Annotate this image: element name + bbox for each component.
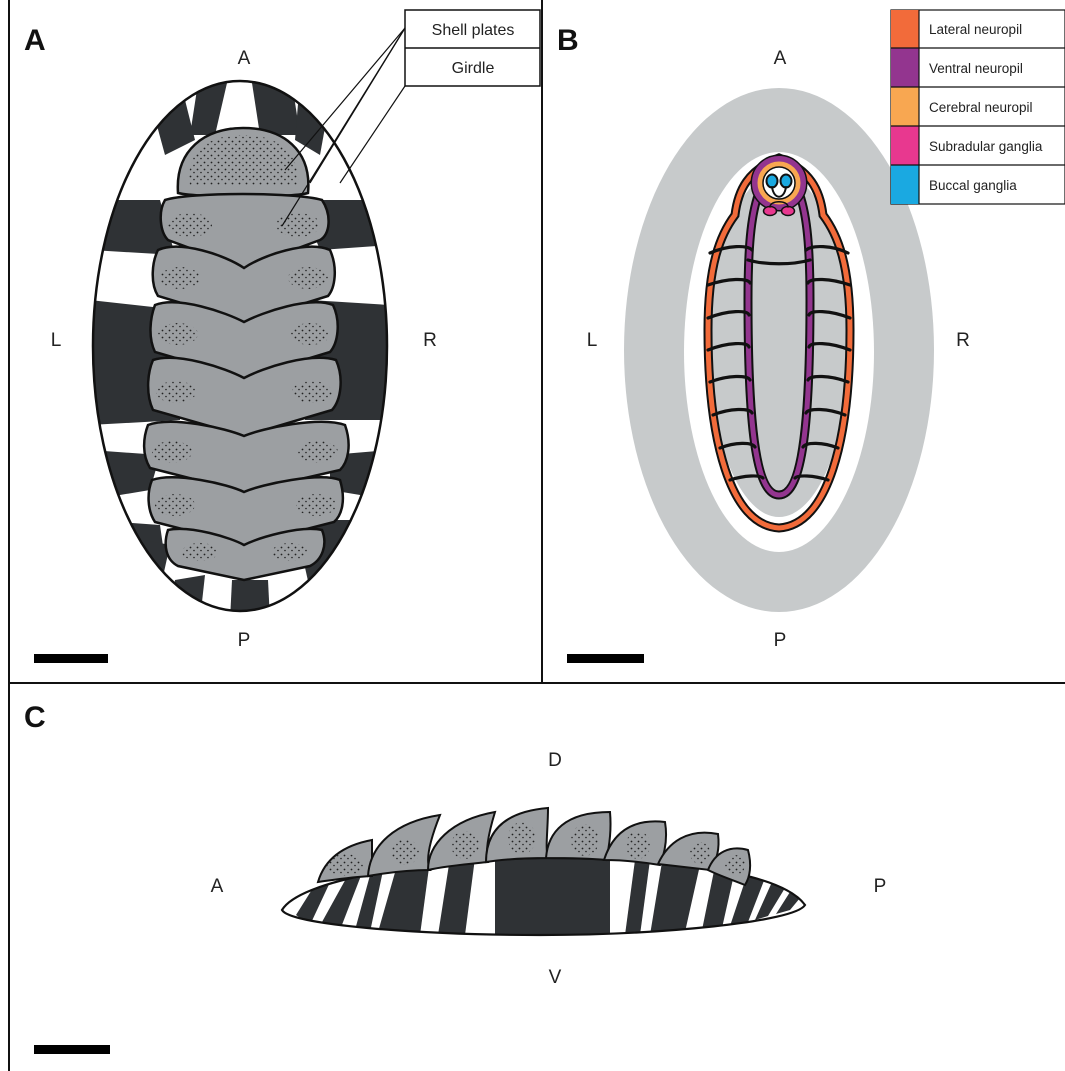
callout-girdle: Girdle	[452, 60, 495, 77]
panel-b-scale-bar	[567, 654, 644, 663]
panel-c-dorsal-label: D	[548, 750, 562, 771]
legend-label: Cerebral neuropil	[929, 100, 1033, 115]
panel-c-scale-bar	[34, 1045, 110, 1054]
legend-label: Ventral neuropil	[929, 61, 1023, 76]
panel-a: A A P L R	[24, 10, 540, 663]
panel-b-anterior-label: A	[774, 48, 787, 69]
panel-b-letter: B	[557, 24, 579, 57]
panel-a-letter: A	[24, 24, 46, 57]
legend-label: Buccal ganglia	[929, 178, 1017, 193]
panel-b-posterior-label: P	[774, 630, 787, 651]
panel-b-left-label: L	[587, 330, 598, 351]
legend-label: Lateral neuropil	[929, 22, 1022, 37]
callout-shell-plates: Shell plates	[432, 22, 515, 39]
legend-swatch	[891, 165, 919, 204]
legend-swatch	[891, 126, 919, 165]
panel-c: C D V A P	[24, 701, 886, 1054]
panel-a-anterior-label: A	[238, 48, 251, 69]
legend: Lateral neuropil Ventral neuropil Cerebr…	[891, 10, 1065, 204]
panel-c-posterior-label: P	[874, 876, 887, 897]
panel-a-posterior-label: P	[238, 630, 251, 651]
panel-a-right-label: R	[423, 330, 437, 351]
legend-label: Subradular ganglia	[929, 139, 1043, 154]
legend-swatch	[891, 10, 919, 48]
panel-a-left-label: L	[51, 330, 62, 351]
panel-b: B A P L R	[557, 10, 1065, 663]
callout-box: Shell plates Girdle	[405, 10, 540, 86]
panel-c-anterior-label: A	[211, 876, 224, 897]
panel-b-right-label: R	[956, 330, 970, 351]
legend-swatch	[891, 48, 919, 87]
panel-c-ventral-label: V	[549, 967, 562, 988]
legend-swatch	[891, 87, 919, 126]
panel-a-scale-bar	[34, 654, 108, 663]
panel-c-letter: C	[24, 701, 46, 734]
